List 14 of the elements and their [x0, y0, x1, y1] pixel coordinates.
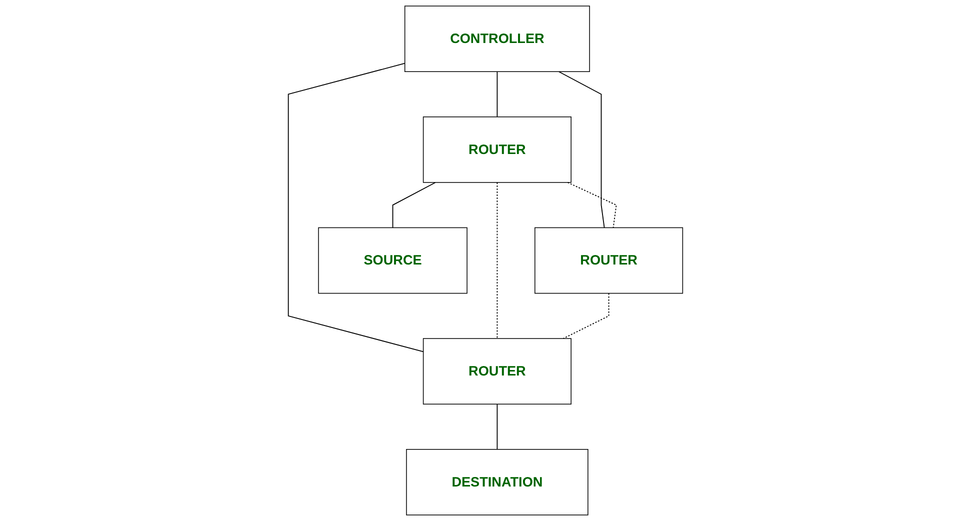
- connector: [497, 71, 498, 118]
- connector: [497, 404, 498, 450]
- node-box: ROUTER: [423, 116, 572, 183]
- connector: [288, 62, 424, 352]
- connector: [563, 292, 610, 339]
- connector: [568, 182, 618, 228]
- connector: [497, 182, 498, 339]
- node-box: CONTROLLER: [404, 6, 590, 72]
- node-box: ROUTER: [423, 338, 572, 405]
- connector: [558, 71, 606, 228]
- node-box: DESTINATION: [406, 449, 589, 516]
- node-box: ROUTER: [535, 227, 684, 294]
- node-box: SOURCE: [318, 227, 468, 294]
- connector: [392, 182, 436, 228]
